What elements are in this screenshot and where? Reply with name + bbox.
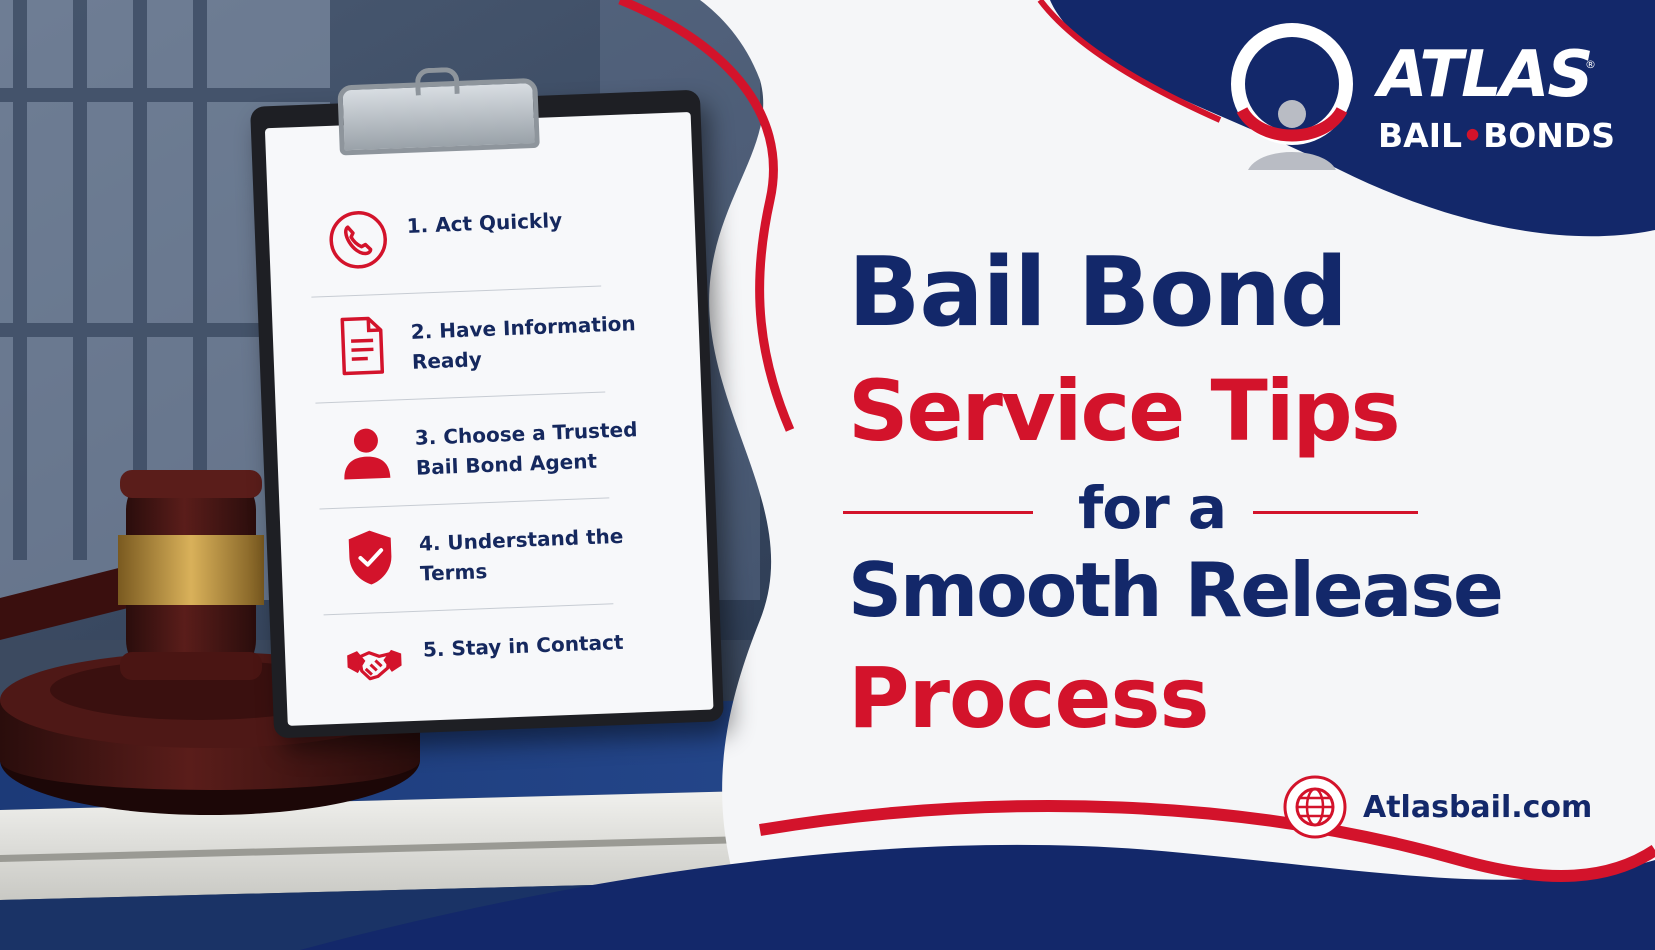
brand-sub-left: BAIL (1378, 116, 1462, 155)
tip-text: 3. Choose a Trusted Bail Bond Agent (414, 417, 638, 480)
atlas-figure-icon (1231, 23, 1353, 170)
tip-text: 4. Understand the Terms (418, 523, 624, 586)
tip-item: 3. Choose a Trusted Bail Bond Agent (324, 398, 657, 501)
headline-line-2: Service Tips (848, 362, 1401, 460)
tip-text: 1. Act Quickly (406, 207, 563, 238)
brand-sub-dot: • (1462, 116, 1484, 155)
brand-sub-right: BONDS (1483, 116, 1616, 155)
tip-text: 5. Stay in Contact (422, 629, 624, 662)
person-icon (344, 428, 391, 480)
website-text[interactable]: Atlasbail.com (1363, 790, 1593, 825)
headline-rule-left (843, 511, 1033, 514)
headline-rule-right (1253, 511, 1418, 514)
handshake-icon (347, 649, 402, 681)
brand-logo: ATLAS ® BAIL•BONDS (1230, 18, 1650, 183)
brand-name: ATLAS (1378, 38, 1593, 112)
shield-check-icon (348, 530, 392, 585)
headline-line-3: for a (1078, 474, 1227, 542)
brand-subtitle: BAIL•BONDS (1378, 116, 1615, 156)
headline-line-4: Smooth Release (848, 546, 1504, 634)
headline-line-5: Process (848, 649, 1209, 747)
document-icon (340, 316, 385, 376)
clipboard-clip-ring (414, 66, 460, 96)
registered-mark: ® (1585, 58, 1596, 71)
tip-text: 2. Have Information Ready (410, 311, 637, 374)
tip-item: 2. Have Information Ready (320, 292, 653, 395)
headline-line-1: Bail Bond (848, 238, 1348, 348)
globe-icon (1283, 775, 1347, 839)
tip-item: 1. Act Quickly (316, 186, 649, 289)
tip-item: 4. Understand the Terms (328, 504, 661, 607)
clipboard: 1. Act Quickly 2. Have Information Ready (250, 66, 724, 739)
website-link[interactable]: Atlasbail.com (1283, 775, 1603, 841)
tip-item: 5. Stay in Contact (332, 609, 665, 712)
clipboard-paper: 1. Act Quickly 2. Have Information Ready (264, 111, 714, 726)
phone-icon (329, 211, 387, 269)
